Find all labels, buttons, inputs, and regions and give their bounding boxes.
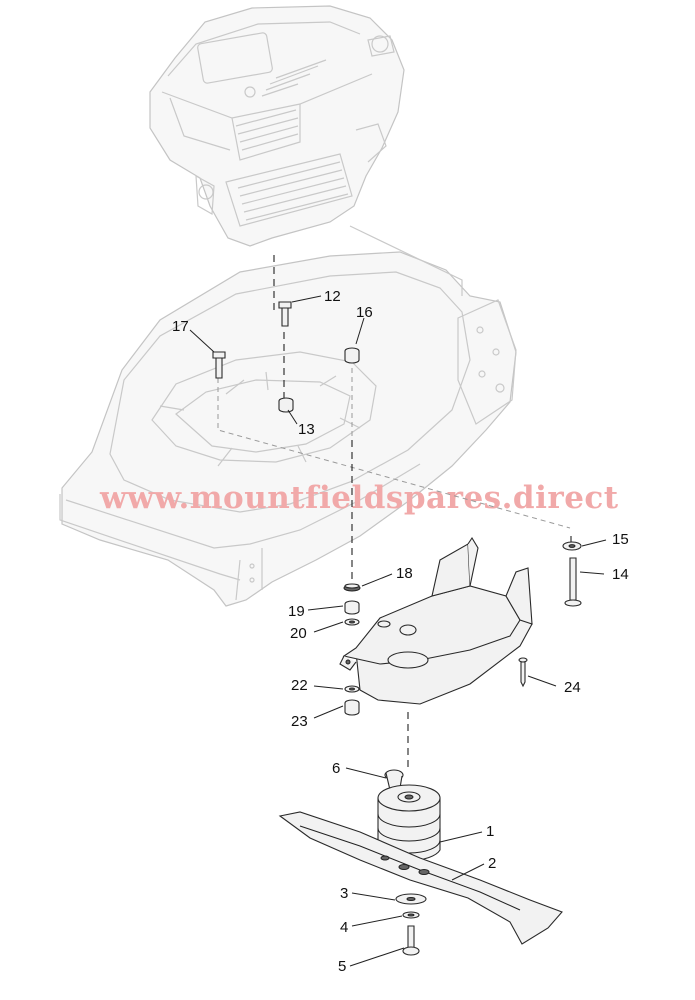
mower-deck-illustration	[59, 225, 517, 607]
callout-16: 16	[356, 304, 373, 321]
washer-3	[395, 893, 427, 905]
spacer-stack	[343, 583, 361, 716]
engine-illustration	[149, 5, 405, 247]
callout-14: 14	[612, 566, 629, 583]
bolt-17	[212, 351, 226, 379]
callout-labels: 12 17 16 13 15 14 18 19 20 22 23 24 6 1 …	[172, 288, 629, 975]
callout-12: 12	[324, 288, 341, 305]
callout-19: 19	[288, 603, 305, 620]
callout-2: 2	[488, 855, 496, 872]
nut-13	[278, 397, 294, 413]
bolt-14	[564, 557, 582, 607]
leader-lines	[189, 295, 607, 967]
callout-20: 20	[290, 625, 307, 642]
screw-24	[518, 657, 528, 688]
washer-4	[402, 911, 420, 919]
callout-17: 17	[172, 318, 189, 335]
callout-13: 13	[298, 421, 315, 438]
callout-24: 24	[564, 679, 581, 696]
callout-3: 3	[340, 885, 348, 902]
watermark-text: www.mountfieldspares.direct	[99, 480, 619, 516]
callout-23: 23	[291, 713, 308, 730]
bolt-5	[402, 925, 420, 956]
callout-1: 1	[486, 823, 494, 840]
callout-15: 15	[612, 531, 629, 548]
nut-16	[344, 347, 360, 364]
washer-15	[562, 541, 582, 551]
blade-shroud	[339, 536, 533, 705]
callout-22: 22	[291, 677, 308, 694]
callout-4: 4	[340, 919, 348, 936]
callout-6: 6	[332, 760, 340, 777]
blade-adaptor	[377, 769, 441, 862]
callout-5: 5	[338, 958, 346, 975]
callout-18: 18	[396, 565, 413, 582]
cutting-blade	[278, 811, 563, 945]
bolt-12	[278, 301, 292, 327]
